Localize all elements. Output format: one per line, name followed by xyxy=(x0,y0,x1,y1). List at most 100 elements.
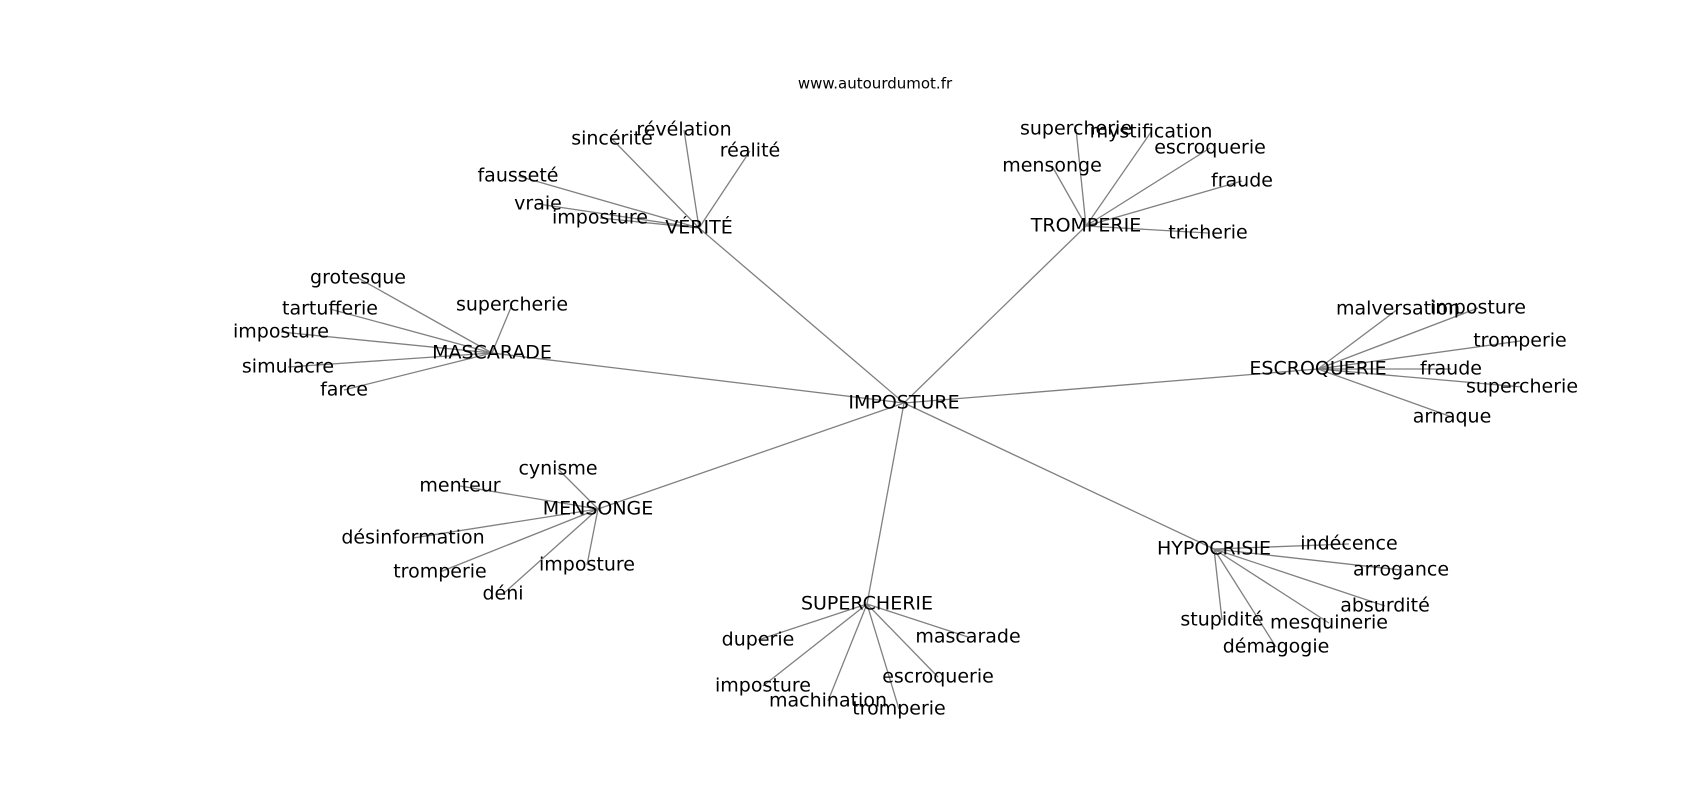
leaf-node-label[interactable]: imposture xyxy=(552,207,648,229)
edge-hub-leaf xyxy=(1317,368,1523,388)
leaf-node-label[interactable]: tricherie xyxy=(1168,222,1248,244)
leaf-node-label[interactable]: menteur xyxy=(419,475,500,497)
edge-hub-leaf xyxy=(1317,308,1399,370)
edge-hub-leaf xyxy=(1213,548,1223,621)
edge-hub-leaf xyxy=(1317,307,1479,370)
edge-hub-leaf xyxy=(866,603,900,710)
edge-hub-leaf xyxy=(1213,543,1350,550)
leaf-node-label[interactable]: réalité xyxy=(720,140,780,162)
edge-hub-leaf xyxy=(1051,165,1087,227)
leaf-node-label[interactable]: mesquinerie xyxy=(1270,612,1388,634)
hub-node-label[interactable]: SUPERCHERIE xyxy=(801,593,933,615)
hub-node-label[interactable]: MENSONGE xyxy=(543,498,654,520)
edge-hub-leaf xyxy=(762,603,868,687)
leaf-node-label[interactable]: indécence xyxy=(1300,533,1397,555)
leaf-node-label[interactable]: tartufferie xyxy=(282,298,378,320)
edge-hub-leaf xyxy=(502,508,599,595)
leaf-node-label[interactable]: supercherie xyxy=(456,294,568,316)
leaf-node-label[interactable]: imposture xyxy=(233,321,329,343)
edge-hub-leaf xyxy=(1213,548,1330,624)
edge-hub-leaf xyxy=(757,603,868,641)
leaf-node-label[interactable]: supercherie xyxy=(1466,376,1578,398)
edge-hub-leaf xyxy=(1085,180,1243,227)
hub-node-label[interactable]: VÉRITÉ xyxy=(665,216,732,239)
edge-hub-leaf xyxy=(357,277,493,354)
center-node-label[interactable]: IMPOSTURE xyxy=(848,392,959,414)
edge-hub-leaf xyxy=(557,468,599,510)
edge-hub-leaf xyxy=(280,331,493,354)
edge-hub-leaf xyxy=(1085,225,1209,234)
leaf-node-label[interactable]: mascarade xyxy=(915,626,1020,648)
edge-hub-leaf xyxy=(599,217,700,229)
leaf-node-label[interactable]: duperie xyxy=(722,629,795,651)
leaf-node-label[interactable]: fraude xyxy=(1420,358,1482,380)
edge-hub-leaf xyxy=(1317,340,1521,370)
edge-center-hub xyxy=(597,402,905,510)
labels-layer: IMPOSTURE VÉRITÉ sincéritérévélationréalit… xyxy=(233,118,1578,720)
edge-hub-leaf xyxy=(1213,548,1277,648)
edge-hub-leaf xyxy=(517,175,700,229)
leaf-node-label[interactable]: fraude xyxy=(1211,170,1273,192)
leaf-node-label[interactable]: imposture xyxy=(1430,297,1526,319)
edge-hub-leaf xyxy=(287,352,493,368)
leaf-node-label[interactable]: machination xyxy=(769,690,887,712)
leaf-node-label[interactable]: cynisme xyxy=(518,458,597,480)
leaf-node-label[interactable]: arnaque xyxy=(1413,406,1492,428)
edge-center-hub xyxy=(491,352,905,404)
leaf-node-label[interactable]: tromperie xyxy=(1473,330,1567,352)
leaf-node-label[interactable]: démagogie xyxy=(1223,636,1330,658)
edge-hub-leaf xyxy=(611,138,700,229)
leaf-node-label[interactable]: stupidité xyxy=(1180,609,1263,631)
hub-node-label[interactable]: TROMPERIE xyxy=(1030,215,1141,237)
edge-center-hub xyxy=(903,402,1215,550)
leaf-node-label[interactable]: malversation xyxy=(1336,298,1460,320)
edge-hub-leaf xyxy=(412,508,599,539)
edge-hub-leaf xyxy=(537,203,700,229)
leaf-node-label[interactable]: escroquerie xyxy=(882,666,994,688)
leaf-node-label[interactable]: tromperie xyxy=(393,561,487,583)
edge-hub-leaf xyxy=(698,150,751,229)
leaf-node-label[interactable]: farce xyxy=(320,379,368,401)
leaf-node-label[interactable]: simulacre xyxy=(242,356,334,378)
leaf-node-label[interactable]: escroquerie xyxy=(1154,137,1266,159)
edge-hub-leaf xyxy=(1213,548,1402,571)
edge-hub-leaf xyxy=(1085,131,1152,227)
edge-center-hub xyxy=(903,225,1087,404)
leaf-node-label[interactable]: vraie xyxy=(514,193,562,215)
edge-hub-leaf xyxy=(866,603,939,678)
edge-hub-leaf xyxy=(1075,128,1087,227)
leaf-node-label[interactable]: mystification xyxy=(1090,121,1213,143)
leaf-node-label[interactable]: supercherie xyxy=(1020,118,1132,140)
edge-hub-leaf xyxy=(1213,548,1386,607)
edge-hub-leaf xyxy=(1085,147,1211,227)
edge-center-hub xyxy=(698,227,905,404)
edge-hub-leaf xyxy=(491,304,513,354)
leaf-node-label[interactable]: arrogance xyxy=(1353,559,1449,581)
edge-center-hub xyxy=(866,402,905,605)
edge-hub-leaf xyxy=(439,508,599,573)
edge-center-hub xyxy=(903,368,1319,404)
edge-hub-leaf xyxy=(827,603,868,702)
edge-hub-leaf xyxy=(1317,368,1453,418)
leaf-node-label[interactable]: désinformation xyxy=(341,527,484,549)
leaf-node-label[interactable]: fausseté xyxy=(477,165,558,187)
hub-node-label[interactable]: HYPOCRISIE xyxy=(1157,538,1271,560)
edge-hub-leaf xyxy=(586,508,599,566)
site-watermark: www.autourdumot.fr xyxy=(798,75,953,93)
leaf-node-label[interactable]: révélation xyxy=(636,119,731,141)
hub-node-label[interactable]: ESCROQUERIE xyxy=(1249,358,1386,380)
hub-node-label[interactable]: MASCARADE xyxy=(432,342,552,364)
edges-layer xyxy=(280,128,1523,710)
leaf-node-label[interactable]: mensonge xyxy=(1002,155,1102,177)
leaf-node-label[interactable]: déni xyxy=(482,583,523,605)
leaf-node-label[interactable]: imposture xyxy=(539,554,635,576)
edge-hub-leaf xyxy=(329,308,493,354)
edge-hub-leaf xyxy=(866,603,969,638)
leaf-node-label[interactable]: tromperie xyxy=(852,698,946,720)
edge-hub-leaf xyxy=(683,129,700,229)
leaf-node-label[interactable]: grotesque xyxy=(310,267,406,289)
leaf-node-label[interactable]: imposture xyxy=(715,675,811,697)
leaf-node-label[interactable]: absurdité xyxy=(1340,595,1430,617)
leaf-node-label[interactable]: sincérité xyxy=(571,128,653,150)
